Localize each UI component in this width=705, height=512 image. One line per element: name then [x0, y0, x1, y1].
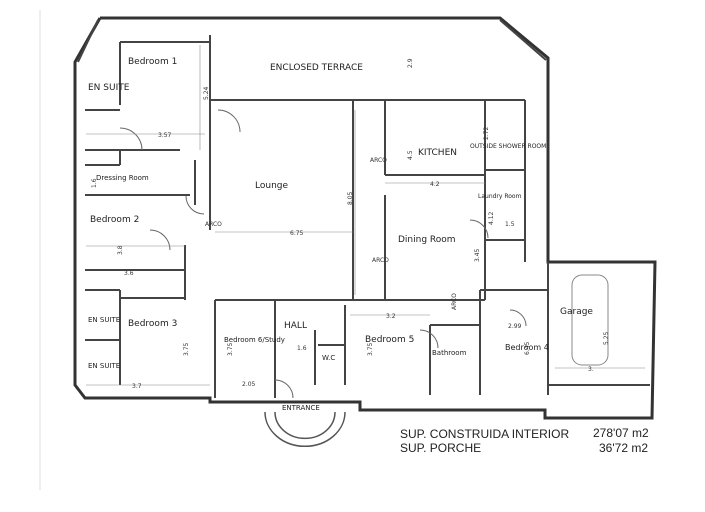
bedroom2-label: Bedroom 2 — [90, 215, 139, 225]
laundry-room-label: Laundry Room — [478, 193, 522, 200]
dim-kitchen-width: 4.2 — [430, 181, 440, 188]
dim-bed3-height: 3.75 — [183, 342, 190, 356]
dim-kitchen-height: 4.5 — [407, 150, 414, 160]
hall-label: HALL — [284, 321, 307, 331]
dressing-room-label: Dressing Room — [96, 174, 149, 182]
dim-bed5-height: 3.75 — [367, 342, 374, 356]
interior-area-label: SUP. CONSTRUIDA INTERIOR — [400, 427, 570, 441]
arco-label-1: ARCO — [370, 157, 387, 164]
en-suite-bottom-label: EN SUITE — [88, 362, 120, 370]
arco-label-2: ARCO — [205, 221, 222, 228]
dim-bed5-width: 3.2 — [386, 313, 396, 320]
dim-lounge-height: 8.05 — [347, 191, 354, 205]
dim-hall-width: 1.6 — [297, 345, 307, 352]
dim-bed1-width: 3.57 — [158, 132, 172, 139]
lounge-label: Lounge — [255, 181, 288, 191]
dim-dining-height: 3.45 — [474, 248, 481, 262]
garage-car — [571, 274, 609, 366]
bedroom1-label: Bedroom 1 — [128, 57, 177, 67]
entrance-label: ENTRANCE — [282, 404, 320, 412]
en-suite-mid-label: EN SUITE — [88, 316, 120, 324]
bedroom6-label: Bedroom 6/Study — [224, 336, 285, 344]
arco-label-3: ARCO — [372, 257, 389, 264]
entrance-arc — [264, 411, 346, 448]
outside-shower-room-label: OUTSIDE SHOWER ROOM — [470, 143, 546, 150]
porch-area-label: SUP. PORCHE — [400, 441, 482, 455]
dim-bed4-width: 2.99 — [508, 323, 522, 330]
bedroom3-label: Bedroom 3 — [128, 319, 177, 329]
dim-dressing-height: 1.6 — [91, 178, 98, 188]
porch-area-value: 36'72 m2 — [599, 441, 648, 455]
outer-walls — [73, 16, 657, 420]
door-swings — [119, 109, 527, 399]
dimension-lines — [86, 45, 645, 386]
garage-label: Garage — [560, 307, 593, 317]
dining-room-label: Dining Room — [398, 235, 456, 245]
inner-walls — [77, 19, 650, 398]
dim-bed4-height: 6.45 — [524, 341, 531, 355]
kitchen-label: KITCHEN — [418, 148, 457, 158]
wc-label: W.C — [322, 354, 335, 362]
bathroom-label: Bathroom — [432, 349, 467, 357]
en-suite-top-label: EN SUITE — [88, 83, 130, 93]
dim-terrace-height: 2.9 — [407, 58, 414, 68]
dim-bed3-width: 3.7 — [132, 383, 142, 390]
dim-bed2-width: 3.6 — [124, 270, 134, 277]
dim-lounge-width: 6.75 — [290, 230, 304, 237]
enclosed-terrace-label: ENCLOSED TERRACE — [270, 63, 363, 73]
dim-laundry-height: 4.12 — [488, 211, 495, 225]
dim-bed2-height: 3.8 — [117, 245, 124, 255]
bedroom4-label: Bedroom 4 — [505, 343, 549, 352]
bedroom5-label: Bedroom 5 — [365, 335, 414, 345]
dim-bed1-height: 5.24 — [203, 86, 210, 100]
dim-garage-height: 5.25 — [603, 331, 610, 345]
dim-shower-height: 2.72 — [483, 126, 490, 140]
interior-area-value: 278'07 m2 — [593, 426, 649, 440]
arco-label-4: ARCO — [451, 293, 458, 310]
dim-bed6-height: 3.75 — [227, 342, 234, 356]
dim-bed6-width: 2.05 — [242, 381, 256, 388]
dim-laundry-width: 1.5 — [505, 221, 515, 228]
dim-garage-width: 3. — [588, 366, 594, 373]
